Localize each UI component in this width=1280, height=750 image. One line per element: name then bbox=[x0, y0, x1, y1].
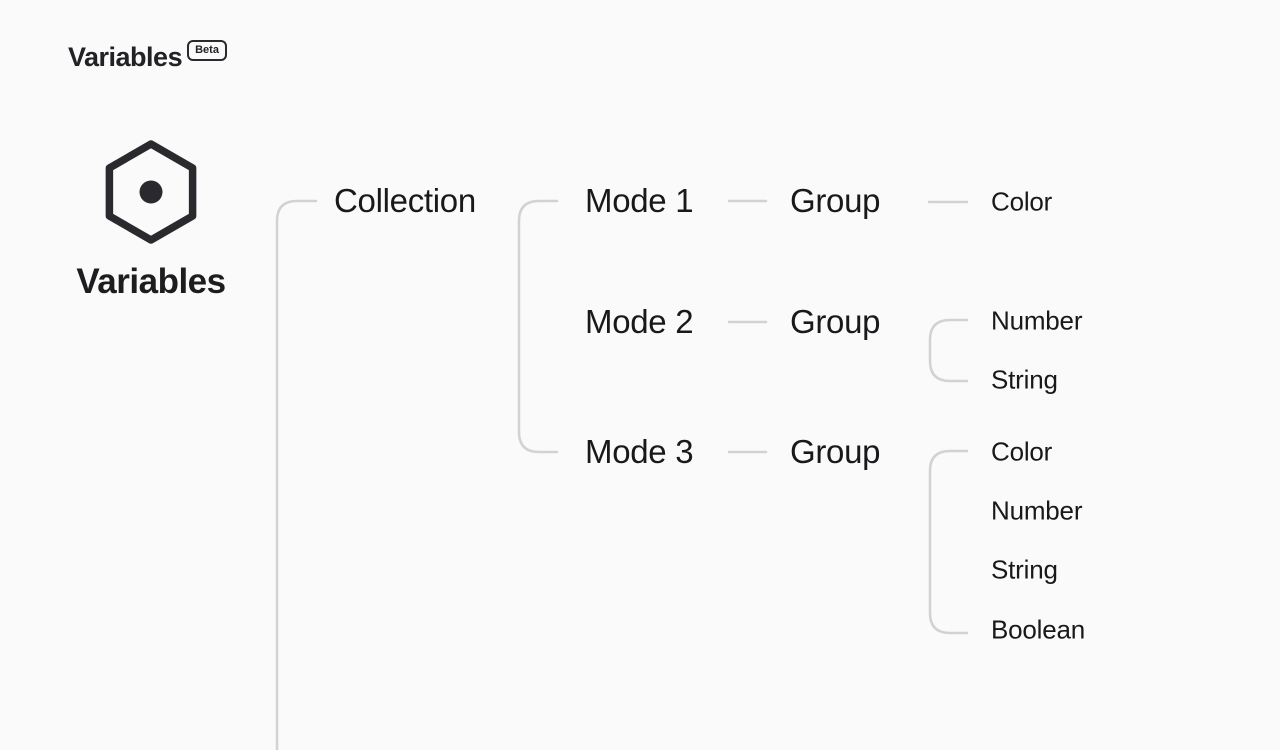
tree-node-type-color-1: Color bbox=[991, 186, 1053, 217]
tree-node-mode-2: Mode 2 bbox=[585, 303, 694, 340]
connector-group3-children bbox=[928, 449, 969, 635]
tree-node-group-2: Group bbox=[790, 303, 881, 340]
tree-node-type-string-3: String bbox=[991, 554, 1058, 585]
tree-node-type-boolean-3: Boolean bbox=[991, 614, 1086, 645]
tree-node-type-color-3: Color bbox=[991, 436, 1053, 467]
page-header: Variables Beta bbox=[68, 40, 227, 72]
connector-collection-down bbox=[275, 199, 318, 750]
tree-node-group-3: Group bbox=[790, 433, 881, 470]
variables-icon-label: Variables bbox=[76, 262, 226, 301]
hexagon-dot-icon bbox=[105, 140, 197, 244]
tree-node-mode-1: Mode 1 bbox=[585, 182, 694, 219]
tree-node-type-number-2: Number bbox=[991, 305, 1083, 336]
connector-collection-modes bbox=[517, 199, 559, 454]
beta-badge: Beta bbox=[187, 40, 227, 61]
tree-node-group-1: Group bbox=[790, 182, 881, 219]
tree-node-type-number-3: Number bbox=[991, 495, 1083, 526]
page-title: Variables bbox=[68, 42, 183, 72]
tree-node-type-string-2: String bbox=[991, 364, 1058, 395]
tree-node-collection: Collection bbox=[334, 182, 476, 219]
tree-node-mode-3: Mode 3 bbox=[585, 433, 694, 470]
connector-group2-children bbox=[928, 318, 969, 383]
